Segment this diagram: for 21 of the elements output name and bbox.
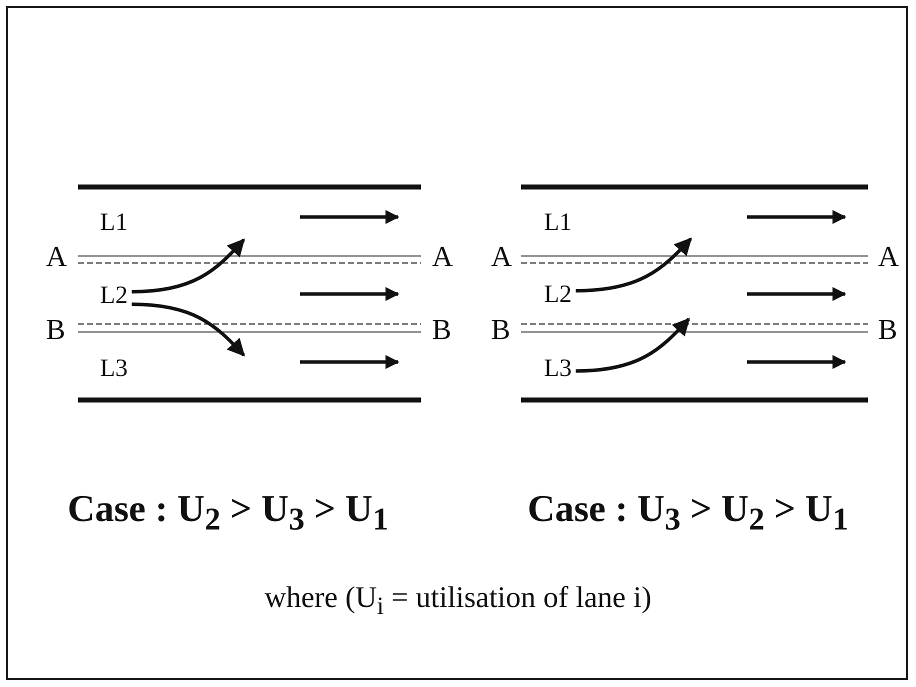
lane-label: L3: [544, 356, 572, 381]
definition-note: where (U$_{i}$ = utilisation of lane i): [264, 583, 652, 619]
lane-change-arrow: [132, 238, 246, 294]
section-label: A: [432, 243, 453, 272]
section-label: B: [878, 316, 898, 345]
section-label: B: [432, 316, 452, 345]
case-heading: Case : U$_{2}$ > U$_{3}$ > U$_{1}$: [68, 490, 388, 536]
lane-label: L3: [100, 356, 128, 381]
section-label: A: [491, 243, 512, 272]
section-label: A: [878, 243, 899, 272]
lane-label: L1: [100, 210, 128, 235]
lane-label: L2: [544, 282, 572, 307]
lane-label: L1: [544, 210, 572, 235]
case-heading: Case : U$_{3}$ > U$_{2}$ > U$_{1}$: [528, 490, 848, 536]
lane-label: L2: [100, 283, 128, 308]
section-label: B: [491, 316, 510, 345]
section-label: B: [46, 316, 66, 345]
lane-change-arrow: [576, 318, 690, 373]
lane-change-arrow: [576, 237, 692, 292]
lane-change-arrow: [132, 302, 246, 357]
section-label: A: [46, 243, 67, 272]
